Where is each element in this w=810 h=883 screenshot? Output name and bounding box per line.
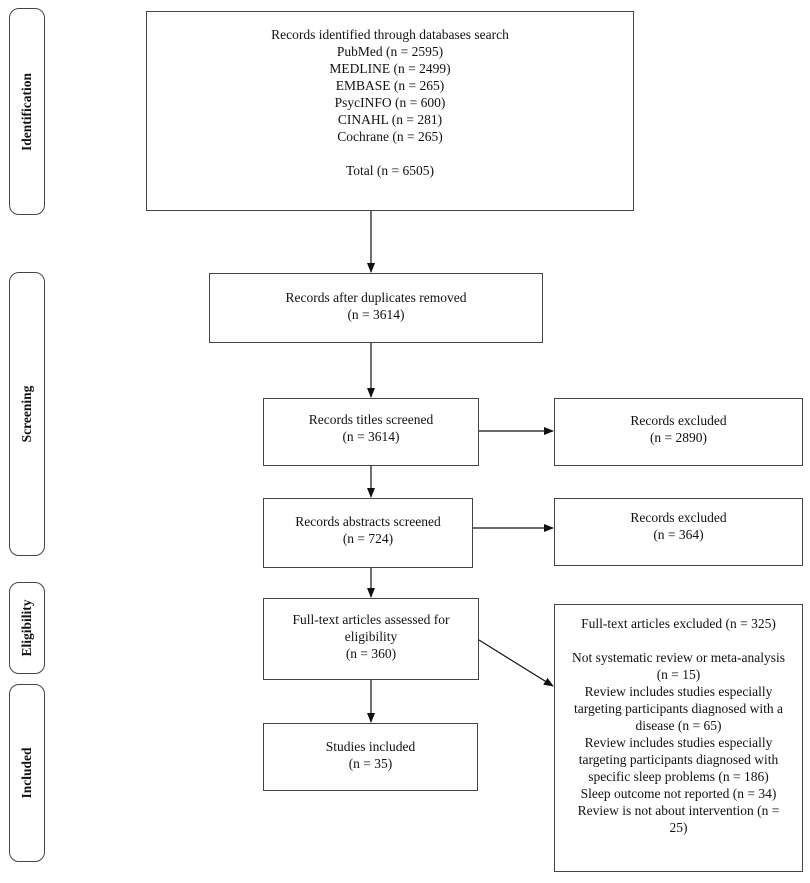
stage-included: Included [9, 684, 45, 862]
stage-eligibility: Eligibility [9, 582, 45, 674]
fulltext-assessed-label-2: eligibility [344, 629, 398, 644]
identification-total: Total (n = 6505) [345, 163, 435, 178]
fulltext-assessed-count: (n = 360) [345, 646, 397, 661]
fulltext-assessed-label-1: Full-text articles assessed for [292, 612, 450, 627]
duplicates-removed-count: (n = 3614) [347, 307, 405, 322]
studies-included-label: Studies included [325, 739, 416, 754]
duplicates-removed-box: Records after duplicates removed (n = 36… [209, 273, 543, 343]
exclusion-reason: Review includes studies especially targe… [574, 684, 783, 733]
titles-screened-box: Records titles screened (n = 3614) [263, 398, 479, 466]
stage-screening: Screening [9, 272, 45, 556]
identification-box: Records identified through databases sea… [146, 11, 634, 211]
source-cinahl: CINAHL (n = 281) [337, 112, 443, 127]
fulltext-excluded-box: Full-text articles excluded (n = 325) No… [554, 604, 803, 872]
abstracts-screened-label: Records abstracts screened [295, 514, 441, 529]
abstracts-excluded-box: Records excluded (n = 364) [554, 498, 803, 566]
exclusion-reason: Review is not about intervention (n = 25… [577, 803, 780, 835]
source-embase: EMBASE (n = 265) [335, 78, 445, 93]
titles-excluded-label: Records excluded [630, 413, 727, 428]
exclusion-reason: Review includes studies especially targe… [578, 735, 779, 784]
exclusion-reason: Sleep outcome not reported (n = 34) [580, 786, 777, 801]
abstracts-excluded-label: Records excluded [630, 510, 727, 525]
identification-title: Records identified through databases sea… [271, 27, 509, 42]
titles-excluded-box: Records excluded (n = 2890) [554, 398, 803, 466]
titles-screened-label: Records titles screened [308, 412, 434, 427]
source-psycinfo: PsycINFO (n = 600) [334, 95, 446, 110]
studies-included-count: (n = 35) [348, 756, 393, 771]
titles-screened-count: (n = 3614) [342, 429, 400, 444]
source-cochrane: Cochrane (n = 265) [337, 129, 443, 144]
source-medline: MEDLINE (n = 2499) [329, 61, 451, 76]
source-pubmed: PubMed (n = 2595) [336, 44, 444, 59]
studies-included-box: Studies included (n = 35) [263, 723, 478, 791]
stage-identification: Identification [9, 8, 45, 215]
fulltext-assessed-box: Full-text articles assessed for eligibil… [263, 598, 479, 680]
abstracts-screened-box: Records abstracts screened (n = 724) [263, 498, 473, 568]
fulltext-excluded-title: Full-text articles excluded (n = 325) [581, 616, 776, 631]
abstracts-excluded-count: (n = 364) [653, 527, 704, 542]
duplicates-removed-label: Records after duplicates removed [285, 290, 467, 305]
titles-excluded-count: (n = 2890) [649, 430, 708, 445]
arrow-fulltext-to-excluded [478, 639, 554, 687]
abstracts-screened-count: (n = 724) [342, 531, 394, 546]
exclusion-reason: Not systematic review or meta-analysis (… [572, 650, 785, 682]
